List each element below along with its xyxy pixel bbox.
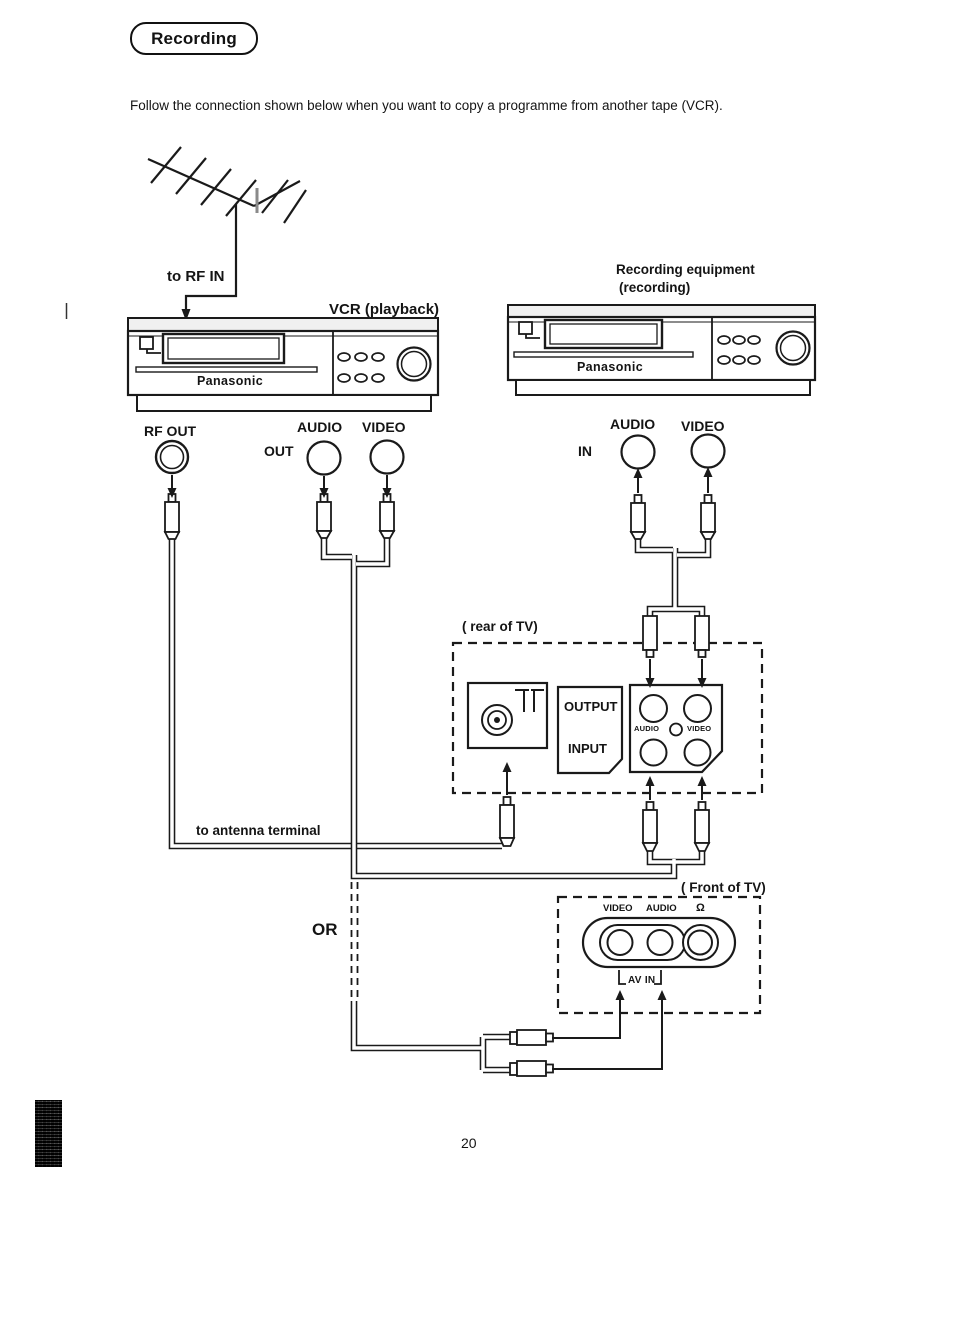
front-video-jack (606, 929, 634, 956)
rear-audio-label: AUDIO (634, 724, 660, 733)
rear-tv-caption: ( rear of TV) (462, 619, 538, 634)
front-panel-buttons (337, 352, 385, 383)
page-number: 20 (461, 1135, 477, 1151)
rf-plug (163, 493, 181, 540)
to-antenna-terminal-label: to antenna terminal (196, 823, 321, 838)
av-in-bracket (618, 970, 662, 985)
headphone-symbol: Ω (696, 902, 705, 914)
av-in-cable (634, 537, 712, 620)
out-label: OUT (264, 443, 294, 459)
arrow-to-rf-in (181, 309, 191, 321)
input-label: INPUT (568, 741, 607, 756)
front-video-label: VIDEO (603, 903, 633, 914)
rf-cable (168, 535, 502, 850)
front-video-plug (509, 1029, 554, 1046)
front-audio-jack (646, 929, 674, 956)
or-label: OR (312, 920, 338, 939)
rear-tv-box (451, 641, 764, 795)
rear-out-video-plug (693, 801, 711, 852)
recording-vcr-subtitle: (recording) (619, 280, 691, 295)
front-tv-box (556, 895, 762, 1015)
to-rf-in-label: to RF IN (167, 268, 225, 285)
audio-out-plug (315, 493, 333, 539)
front-tv-caption: ( Front of TV) (681, 880, 766, 895)
recording-vcr-title: Recording equipment (616, 262, 755, 277)
video-in-jack (690, 433, 726, 469)
or-dashed-cable (350, 882, 359, 1000)
jog-dial (396, 346, 432, 382)
video-out-label: VIDEO (362, 419, 406, 435)
antenna-plug (498, 796, 516, 847)
playback-vcr-jacks (154, 439, 405, 476)
video-in-plug (699, 494, 717, 540)
front-audio-plug (509, 1060, 554, 1077)
audio-out-jack (306, 440, 342, 476)
playback-vcr-title: VCR (playback) (329, 301, 440, 318)
output-label: OUTPUT (564, 699, 618, 714)
intro-text: Follow the connection shown below when y… (130, 98, 723, 113)
section-title: Recording (151, 28, 237, 48)
jog-dial (775, 330, 811, 366)
output-input-panel (556, 685, 624, 775)
arrow-heads (167, 467, 713, 1000)
rear-out-audio-plug (641, 801, 659, 852)
front-av-cable (350, 1001, 512, 1074)
in-label: IN (578, 443, 592, 459)
audio-video-jacks (639, 694, 712, 767)
recording-vcr-jacks (620, 433, 726, 470)
scan-artifact (35, 1100, 62, 1167)
rf-out-label: RF OUT (144, 423, 197, 439)
playback-vcr-drawing (126, 317, 440, 412)
brand-logo: Panasonic (196, 374, 264, 388)
power-button-icon (518, 321, 533, 335)
recording-vcr-drawing (506, 304, 817, 396)
av-in-label: AV IN (628, 975, 656, 986)
front-panel-buttons (717, 335, 761, 365)
brand-logo: Panasonic (576, 360, 644, 374)
power-button-icon (139, 336, 154, 350)
aerial-symbol-icon (515, 689, 544, 712)
rear-video-plug (694, 615, 710, 658)
flow-arrows (171, 475, 709, 1070)
audio-in-jack (620, 434, 656, 470)
video-out-jack (369, 439, 405, 475)
section-title-badge: Recording (130, 22, 258, 55)
audio-in-label: AUDIO (610, 416, 656, 432)
rear-video-label: VIDEO (687, 724, 712, 733)
aerial-antenna-icon (147, 146, 307, 224)
rca-plugs (163, 493, 717, 1077)
av-out-cable (320, 536, 706, 880)
audio-in-plug (629, 494, 647, 540)
audio-out-label: AUDIO (297, 419, 343, 435)
antenna-downlead (184, 204, 238, 313)
front-headphone-jack (687, 929, 713, 956)
rear-audio-plug (642, 615, 658, 658)
video-out-plug (378, 493, 396, 539)
front-audio-label: AUDIO (646, 903, 677, 914)
video-in-label: VIDEO (681, 418, 725, 434)
